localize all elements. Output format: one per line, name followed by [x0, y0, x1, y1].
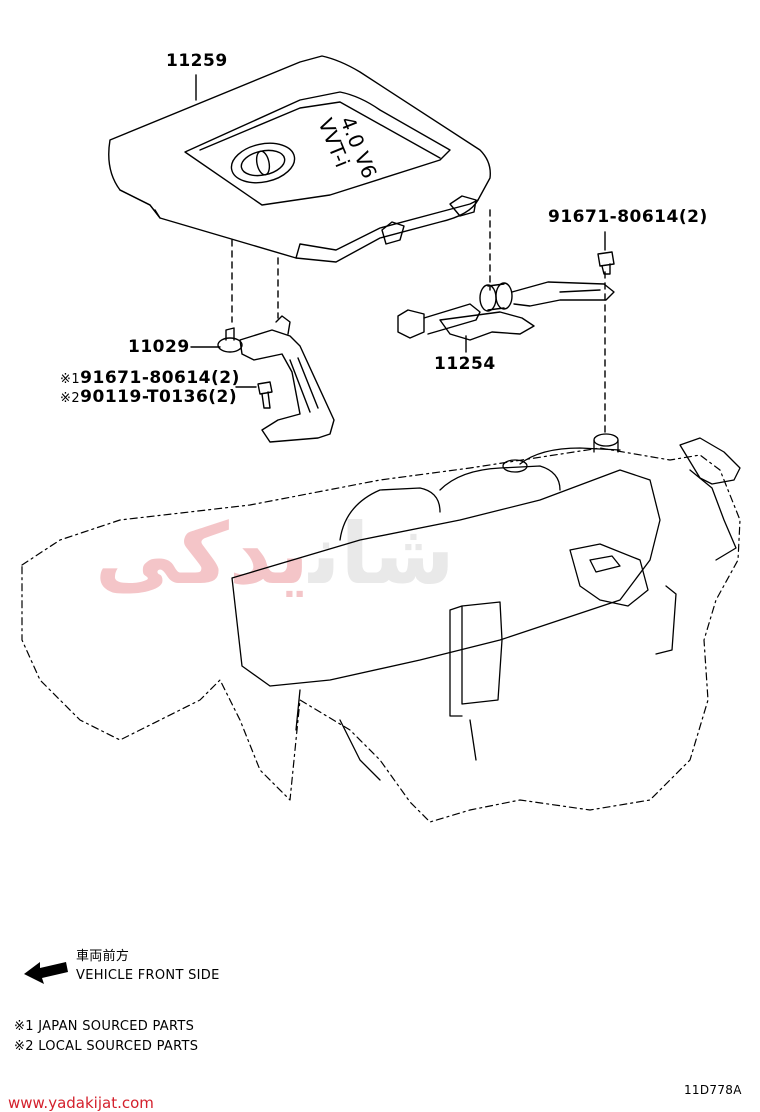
watermark: ﺷﺎﻧﯾﺪﮐﯽ — [95, 505, 455, 603]
legend-local: ※2 LOCAL SOURCED PARTS — [14, 1039, 199, 1054]
mark-japan: ※1 — [60, 372, 81, 387]
label-bracket: 11254 — [434, 354, 496, 374]
site-url[interactable]: www.yadakijat.com — [8, 1094, 154, 1112]
legend-japan: ※1 JAPAN SOURCED PARTS — [14, 1019, 195, 1034]
bolt-japan-number: 91671-80614(2) — [80, 368, 240, 388]
label-bolt-right: 91671-80614(2) — [548, 207, 708, 227]
bolt-right — [597, 231, 615, 275]
engine-cover — [108, 55, 491, 263]
label-bolt-japan: ※191671-80614(2) — [60, 370, 240, 387]
left-bracket — [190, 315, 335, 443]
sensor-bracket — [397, 281, 615, 353]
label-bolt-local: ※290119-T0136(2) — [60, 389, 237, 406]
intake-manifold — [231, 433, 741, 781]
mark-local: ※2 — [60, 391, 81, 406]
front-arrow — [24, 962, 68, 984]
engine-block — [21, 447, 741, 823]
label-cover: 11259 — [166, 51, 228, 71]
label-grommet: 11029 — [128, 337, 190, 357]
bolt-local-number: 90119-T0136(2) — [80, 387, 238, 407]
direction-jp: 車両前方 — [76, 949, 130, 964]
bolt-left — [235, 381, 273, 409]
diagram-code: 11D778A — [684, 1083, 742, 1097]
assembly-lines — [231, 209, 606, 433]
direction-en: VEHICLE FRONT SIDE — [76, 968, 220, 983]
